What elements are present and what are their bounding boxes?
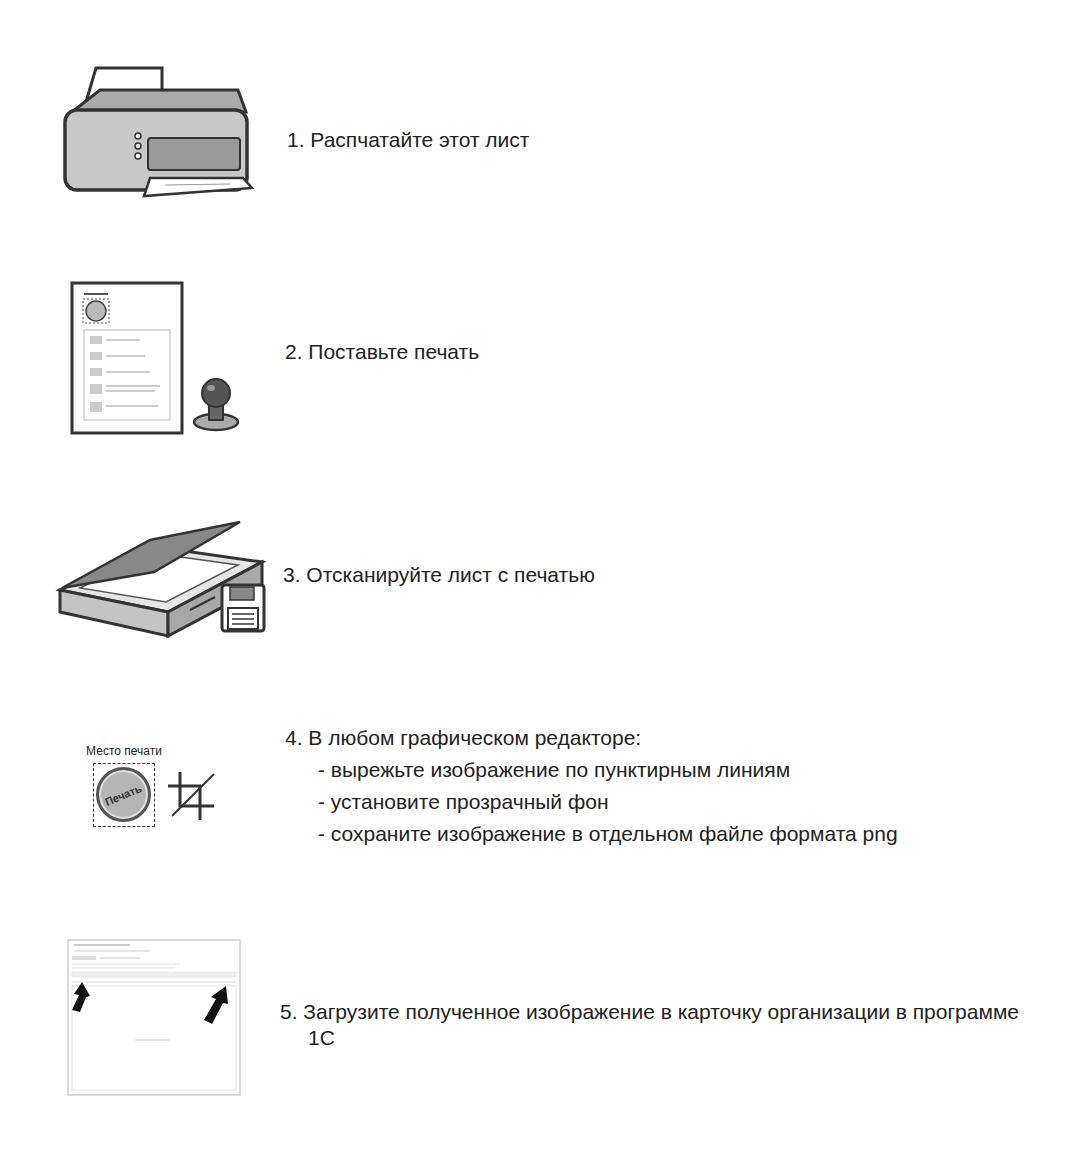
- step-text: 1. Распчатайте этот лист: [287, 127, 529, 153]
- seal-area-box: Место печатиПечать: [93, 763, 155, 827]
- step-text: - установите прозрачный фон: [318, 789, 608, 815]
- program-screenshot: [68, 940, 240, 1095]
- step-text: 3. Отсканируйте лист с печатью: [283, 562, 595, 588]
- step-text: 2. Поставьте печать: [285, 339, 479, 365]
- crop-symbol: [168, 772, 214, 820]
- stamped-sheet-icon: [72, 283, 238, 433]
- seal-area-heading: Место печати: [86, 744, 162, 758]
- seal-circle: Печать: [96, 767, 151, 822]
- step-text: 5. Загрузите полученное изображение в ка…: [280, 999, 1020, 1051]
- scanner-icon: [60, 522, 264, 636]
- seal-text: Печать: [103, 782, 143, 808]
- printer-icon: [65, 68, 252, 196]
- step-text: 4. В любом графическом редакторе:: [285, 725, 641, 751]
- step-text: - вырежьте изображение по пунктирным лин…: [318, 757, 790, 783]
- step-text: - сохраните изображение в отдельном файл…: [318, 821, 898, 847]
